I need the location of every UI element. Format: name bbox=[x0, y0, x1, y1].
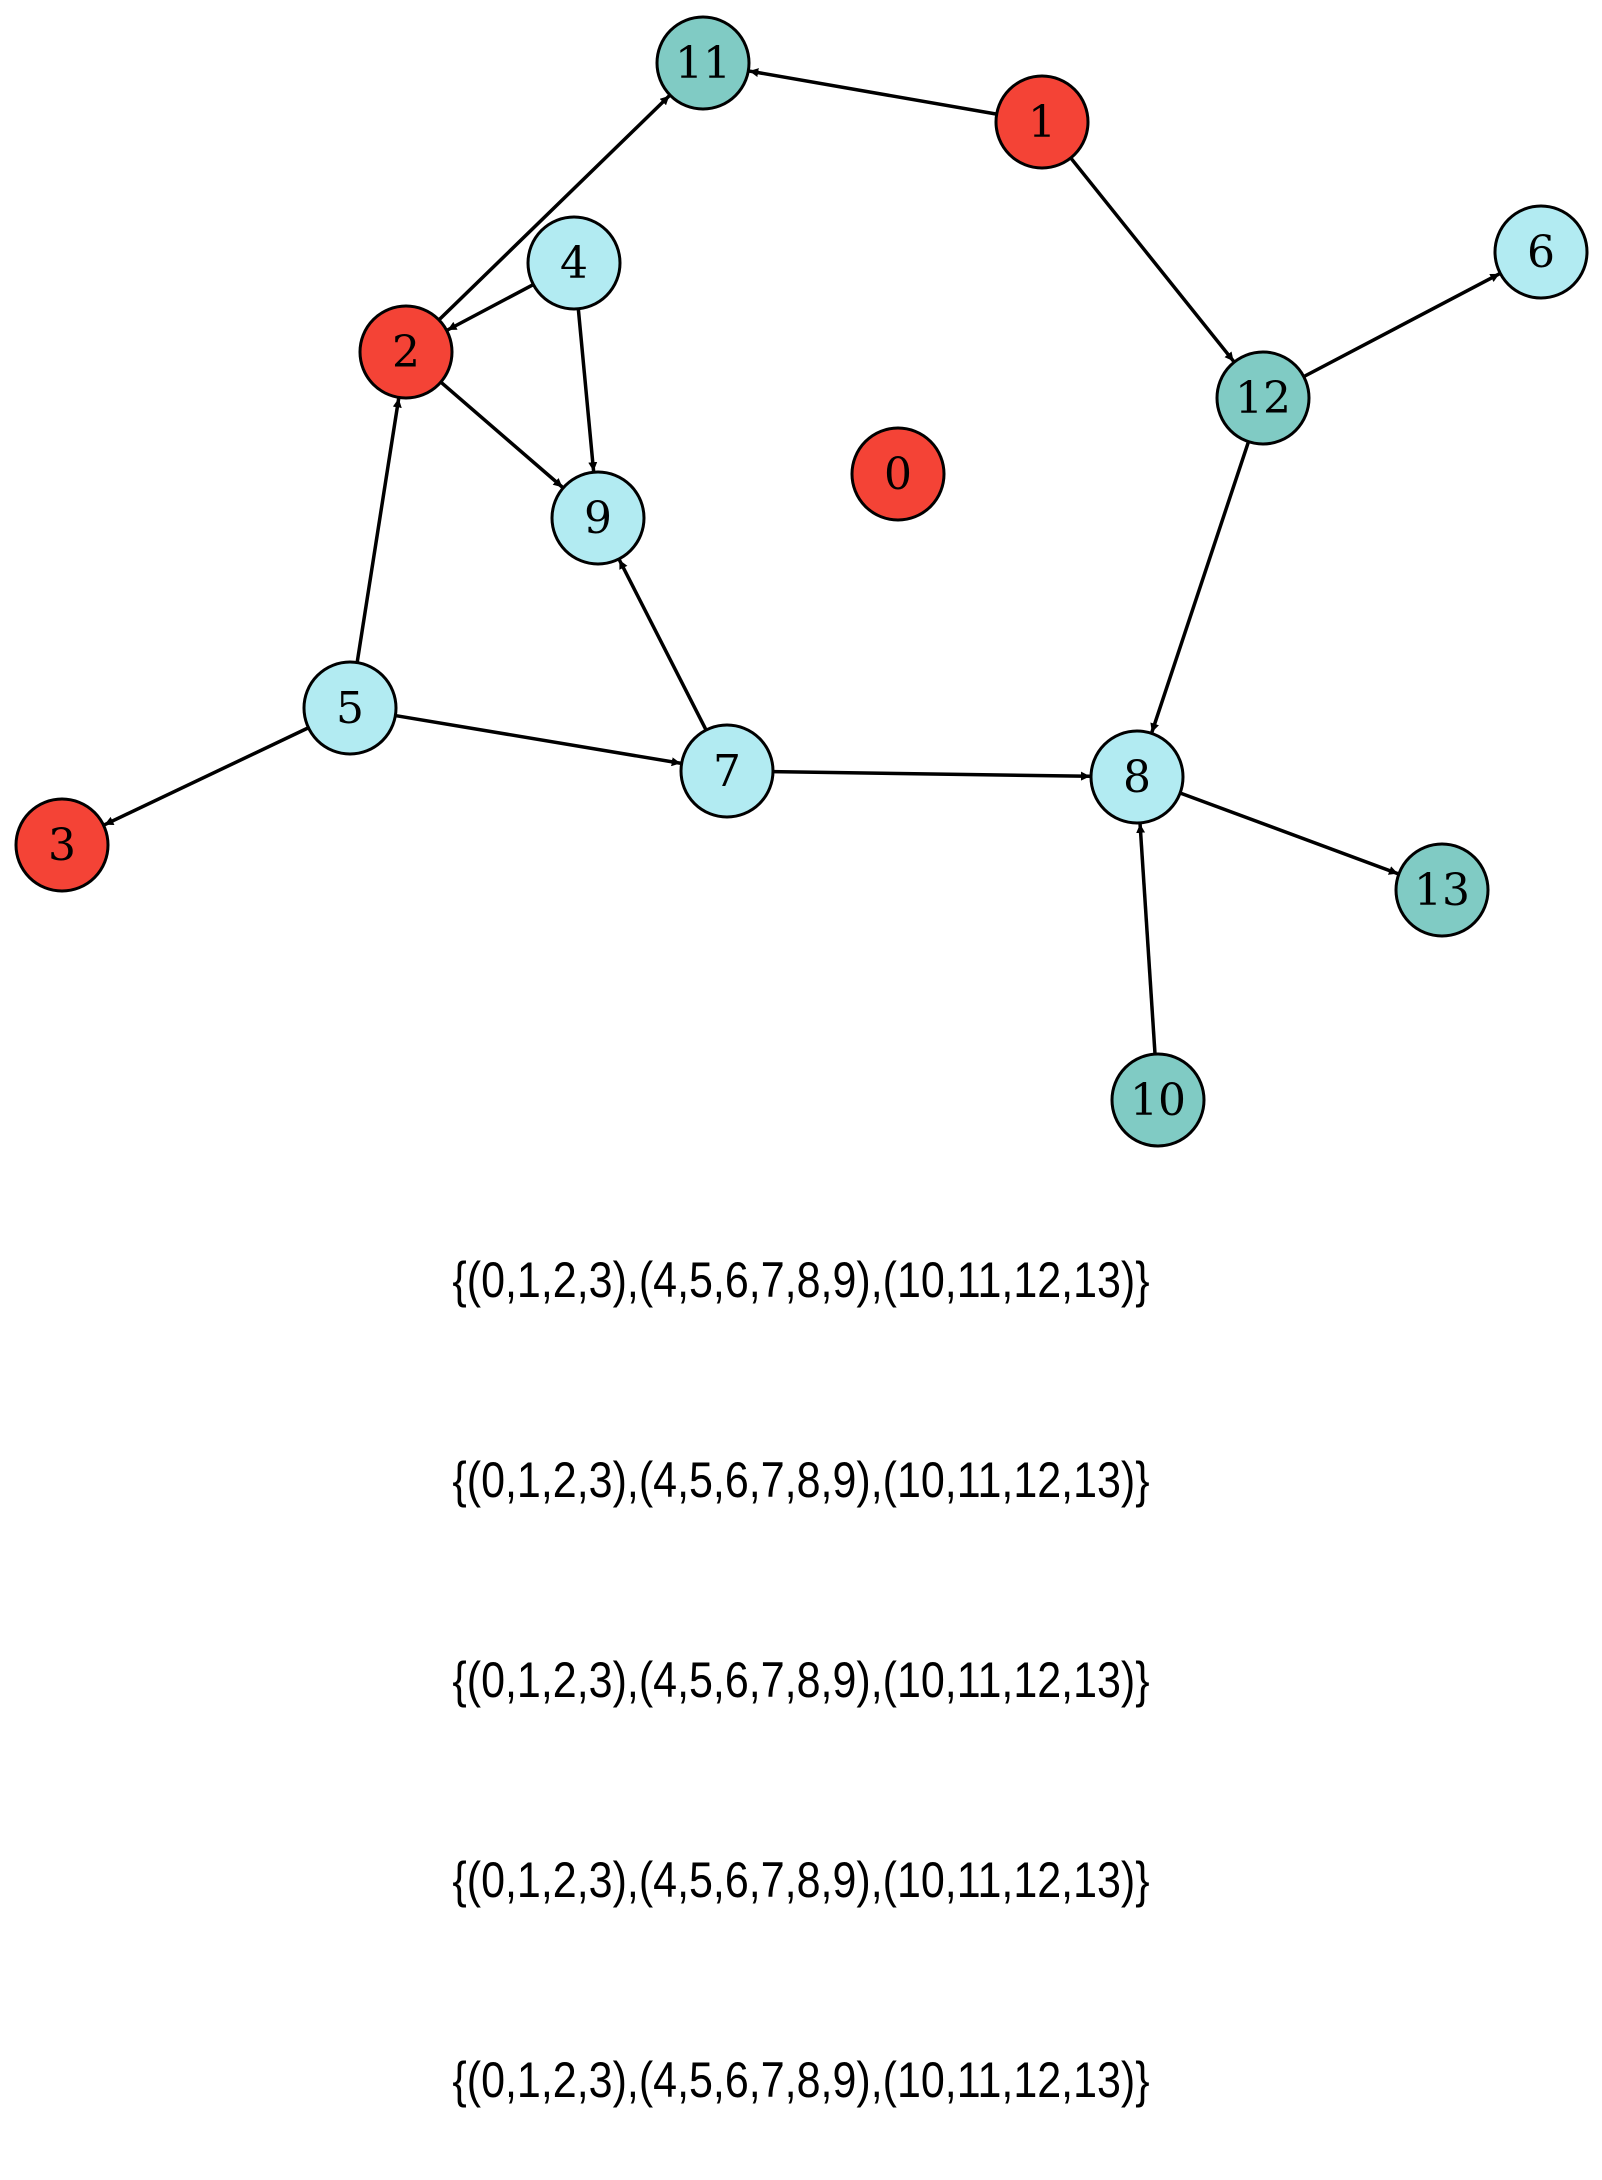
node-1: 1 bbox=[994, 74, 1090, 170]
node-circle bbox=[679, 723, 775, 819]
caption-block: {(0,1,2,3),(4,5,6,7,8,9),(10,11,12,13)} … bbox=[0, 1180, 1602, 2180]
node-13: 13 bbox=[1394, 842, 1490, 938]
node-3: 3 bbox=[14, 797, 110, 893]
node-11: 11 bbox=[655, 15, 751, 111]
node-5: 5 bbox=[302, 660, 398, 756]
edge-2-to-11 bbox=[437, 94, 671, 322]
node-label: 0 bbox=[884, 449, 912, 500]
node-label: 3 bbox=[48, 820, 76, 871]
node-7: 7 bbox=[679, 723, 775, 819]
node-circle bbox=[994, 74, 1090, 170]
edge-8-to-13 bbox=[1179, 791, 1399, 876]
node-circle bbox=[550, 470, 646, 566]
node-circle bbox=[358, 304, 454, 400]
edge-2-to-9 bbox=[439, 380, 564, 489]
edge-5-to-3 bbox=[103, 726, 310, 827]
node-circle bbox=[1089, 729, 1185, 825]
edge-4-to-2 bbox=[446, 282, 535, 332]
edges-layer bbox=[103, 68, 1501, 1055]
node-8: 8 bbox=[1089, 729, 1185, 825]
partition-caption: {(0,1,2,3),(4,5,6,7,8,9),(10,11,12,13)} bbox=[452, 1252, 1150, 1308]
edge-7-to-8 bbox=[772, 769, 1091, 781]
node-label: 5 bbox=[336, 683, 364, 734]
edge-10-to-8 bbox=[1136, 823, 1157, 1055]
node-label: 2 bbox=[392, 327, 420, 378]
node-10: 10 bbox=[1110, 1052, 1206, 1148]
edge-5-to-7 bbox=[395, 713, 681, 767]
node-label: 6 bbox=[1527, 227, 1555, 278]
node-label: 12 bbox=[1235, 373, 1291, 424]
node-12: 12 bbox=[1215, 350, 1311, 446]
node-circle bbox=[14, 797, 110, 893]
node-label: 9 bbox=[584, 493, 612, 544]
node-circle bbox=[526, 215, 622, 311]
node-circle bbox=[1493, 204, 1589, 300]
node-4: 4 bbox=[526, 215, 622, 311]
edge-1-to-11 bbox=[749, 68, 997, 116]
partition-caption: {(0,1,2,3),(4,5,6,7,8,9),(10,11,12,13)} bbox=[452, 2052, 1150, 2108]
node-circle bbox=[1215, 350, 1311, 446]
node-circle bbox=[655, 15, 751, 111]
node-label: 13 bbox=[1414, 865, 1470, 916]
node-label: 8 bbox=[1123, 752, 1151, 803]
node-label: 1 bbox=[1028, 97, 1056, 148]
partition-caption: {(0,1,2,3),(4,5,6,7,8,9),(10,11,12,13)} bbox=[452, 1852, 1150, 1908]
node-label: 11 bbox=[675, 38, 731, 89]
partition-caption: {(0,1,2,3),(4,5,6,7,8,9),(10,11,12,13)} bbox=[452, 1652, 1150, 1708]
node-2: 2 bbox=[358, 304, 454, 400]
node-0: 0 bbox=[850, 426, 946, 522]
node-circle bbox=[850, 426, 946, 522]
node-label: 7 bbox=[713, 746, 741, 797]
node-label: 4 bbox=[560, 238, 588, 289]
edge-7-to-9 bbox=[617, 559, 708, 731]
edge-4-to-9 bbox=[576, 308, 598, 472]
node-circle bbox=[1394, 842, 1490, 938]
node-6: 6 bbox=[1493, 204, 1589, 300]
partition-caption: {(0,1,2,3),(4,5,6,7,8,9),(10,11,12,13)} bbox=[452, 1452, 1150, 1508]
node-9: 9 bbox=[550, 470, 646, 566]
edge-5-to-2 bbox=[355, 398, 402, 663]
node-circle bbox=[1110, 1052, 1206, 1148]
edge-12-to-6 bbox=[1302, 272, 1501, 379]
node-circle bbox=[302, 660, 398, 756]
edge-12-to-8 bbox=[1150, 441, 1251, 733]
edge-1-to-12 bbox=[1069, 156, 1235, 363]
node-label: 10 bbox=[1130, 1075, 1186, 1126]
